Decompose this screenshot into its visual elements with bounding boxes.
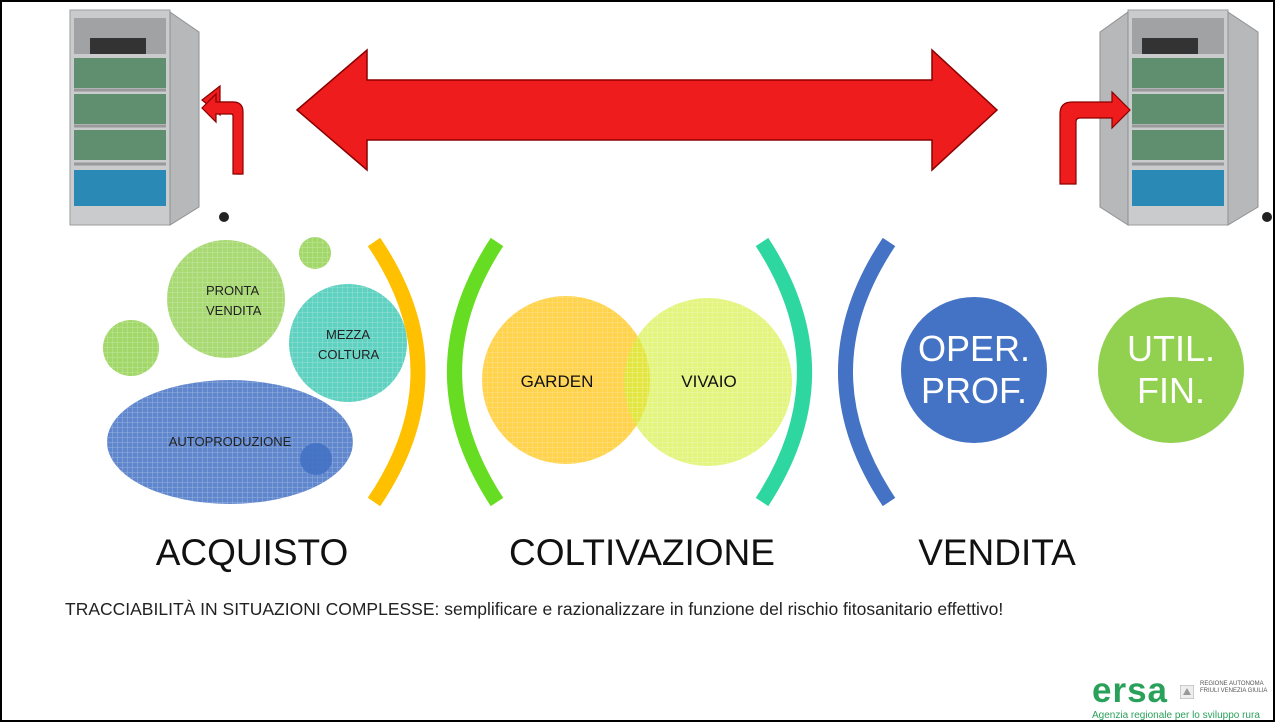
region-text: REGIONE AUTONOMA FRIULI VENEZIA GIULIA	[1200, 681, 1267, 695]
autoproduzione-label: AUTOPRODUZIONE	[168, 434, 292, 449]
small-bubble-blue	[300, 443, 332, 475]
fin-label: FIN.	[1137, 370, 1205, 411]
acquisto-heading: ACQUISTO	[155, 532, 349, 573]
util-fin-circle	[1098, 297, 1244, 443]
region-line-2: FRIULI VENEZIA GIULIA	[1200, 688, 1268, 694]
green-bracket	[447, 237, 504, 507]
oper-label: OPER.	[917, 328, 1031, 369]
coltura-label: COLTURA	[318, 347, 380, 362]
util-label: UTIL.	[1126, 328, 1215, 369]
region-emblem-icon	[1180, 685, 1194, 699]
garden-label: GARDEN	[520, 372, 594, 391]
left-bent-arrow-shaft	[201, 92, 244, 175]
left-cabinet-icon	[69, 9, 229, 226]
vivaio-label: VIVAIO	[681, 372, 737, 391]
pronta-vendita-label: PRONTA VENDITA	[206, 281, 262, 321]
orange-bracket	[367, 237, 426, 507]
blue-bracket	[838, 237, 896, 507]
oper-prof-circle	[901, 297, 1047, 443]
right-cabinet-icon	[1099, 9, 1272, 226]
coltivazione-heading: COLTIVAZIONE	[509, 532, 775, 573]
vendita-heading: VENDITA	[918, 532, 1076, 573]
caption: TRACCIABILITÀ IN SITUAZIONI COMPLESSE: s…	[65, 599, 1004, 619]
ersa-wordmark: ersa	[1092, 671, 1169, 710]
double-arrow-icon	[295, 48, 999, 172]
oper-prof-label: OPER. PROF.	[914, 328, 1034, 412]
right-bent-arrow-icon	[1059, 90, 1131, 185]
prof-label: PROF.	[920, 370, 1027, 411]
acquisto-cluster	[103, 237, 407, 504]
ersa-logo: ersa REGIONE AUTONOMA FRIULI VENEZIA GIU…	[1092, 671, 1273, 721]
teal-bracket	[755, 237, 812, 507]
pronta-label: PRONTA	[206, 283, 260, 298]
logo-tagline: Agenzia regionale per lo sviluppo rura	[1092, 710, 1260, 721]
util-fin-label: UTIL. FIN.	[1111, 328, 1231, 412]
mezza-coltura-label: MEZZA COLTURA	[318, 325, 380, 365]
vendita-small-label: VENDITA	[206, 303, 262, 318]
mezza-label: MEZZA	[325, 327, 371, 342]
region-line-1: REGIONE AUTONOMA	[1200, 681, 1264, 687]
